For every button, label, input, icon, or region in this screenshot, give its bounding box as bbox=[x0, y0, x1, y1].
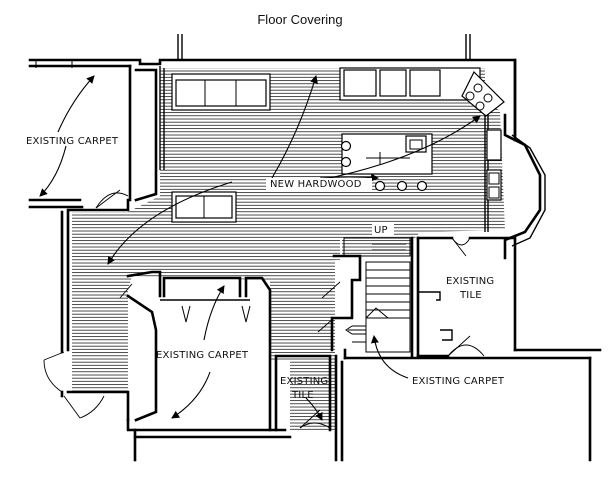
arrow-icon bbox=[370, 335, 409, 379]
arrow-icon bbox=[39, 145, 67, 197]
arrow-icon bbox=[319, 115, 481, 181]
stool-icon bbox=[340, 156, 352, 168]
arrow-icon bbox=[305, 397, 323, 421]
stairs bbox=[343, 237, 411, 353]
arrow-icon bbox=[319, 173, 379, 182]
label-existing-tile-right: EXISTING bbox=[446, 276, 494, 287]
arrows bbox=[39, 75, 481, 421]
label-tile-bottom: TILE bbox=[291, 390, 314, 401]
plan-title: Floor Covering bbox=[257, 12, 342, 27]
arrow-icon bbox=[171, 371, 211, 419]
label-existing-carpet-bottom-right: EXISTING CARPET bbox=[412, 376, 505, 387]
arrow-icon bbox=[57, 75, 95, 133]
stool-icon bbox=[340, 140, 352, 152]
arrow-icon bbox=[203, 285, 225, 341]
labels: EXISTING CARPET NEW HARDWOOD UP EXISTING… bbox=[26, 136, 505, 401]
label-existing-tile-bottom: EXISTING bbox=[280, 376, 328, 387]
label-existing-carpet-left: EXISTING CARPET bbox=[26, 136, 119, 147]
range-burners bbox=[465, 83, 493, 111]
label-existing-carpet-center: EXISTING CARPET bbox=[156, 350, 249, 361]
label-tile-right: TILE bbox=[459, 290, 482, 301]
arrow-icon bbox=[271, 75, 318, 179]
stool-icon bbox=[396, 180, 408, 192]
label-up: UP bbox=[374, 225, 388, 236]
furniture bbox=[171, 67, 505, 223]
doors bbox=[43, 189, 485, 429]
door-swing-icon bbox=[119, 283, 133, 299]
arrow-icon bbox=[107, 181, 233, 265]
stool-icon bbox=[374, 180, 386, 192]
label-new-hardwood: NEW HARDWOOD bbox=[270, 179, 362, 190]
walls bbox=[28, 34, 602, 462]
stool-icon bbox=[416, 180, 428, 192]
door-swing-icon bbox=[43, 351, 65, 361]
